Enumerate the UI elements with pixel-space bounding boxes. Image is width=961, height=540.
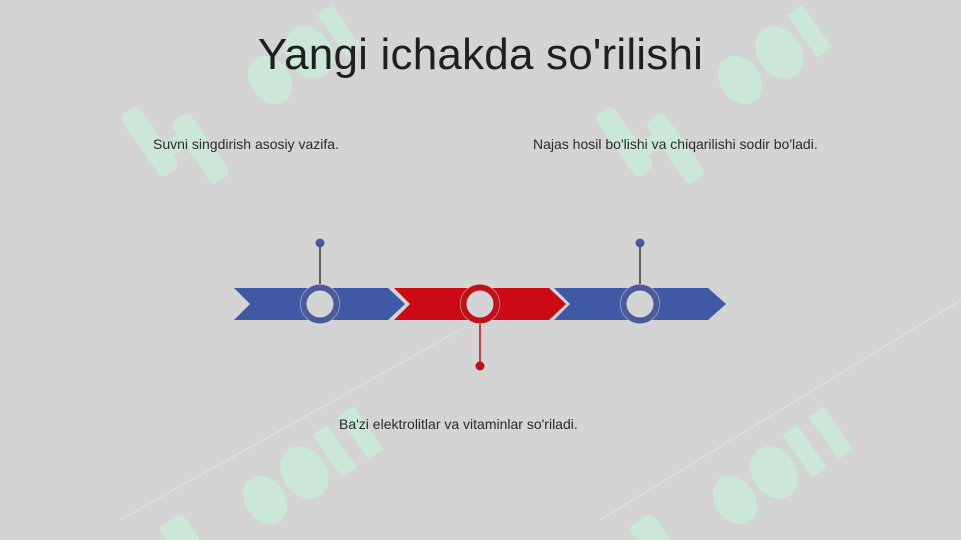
milestone-1-label: Suvni singdirish asosiy vazifa. — [153, 136, 339, 152]
milestone-1-marker — [300, 238, 340, 324]
milestone-2-label: Najas hosil bo'lishi va chiqarilishi sod… — [533, 136, 818, 152]
milestone-3-marker — [620, 238, 660, 324]
milestone-3-label: Ba'zi elektrolitlar va vitaminlar so'ril… — [339, 416, 578, 432]
milestone-2-marker — [460, 284, 500, 371]
slide-title: Yangi ichakda so'rilishi — [257, 30, 704, 79]
